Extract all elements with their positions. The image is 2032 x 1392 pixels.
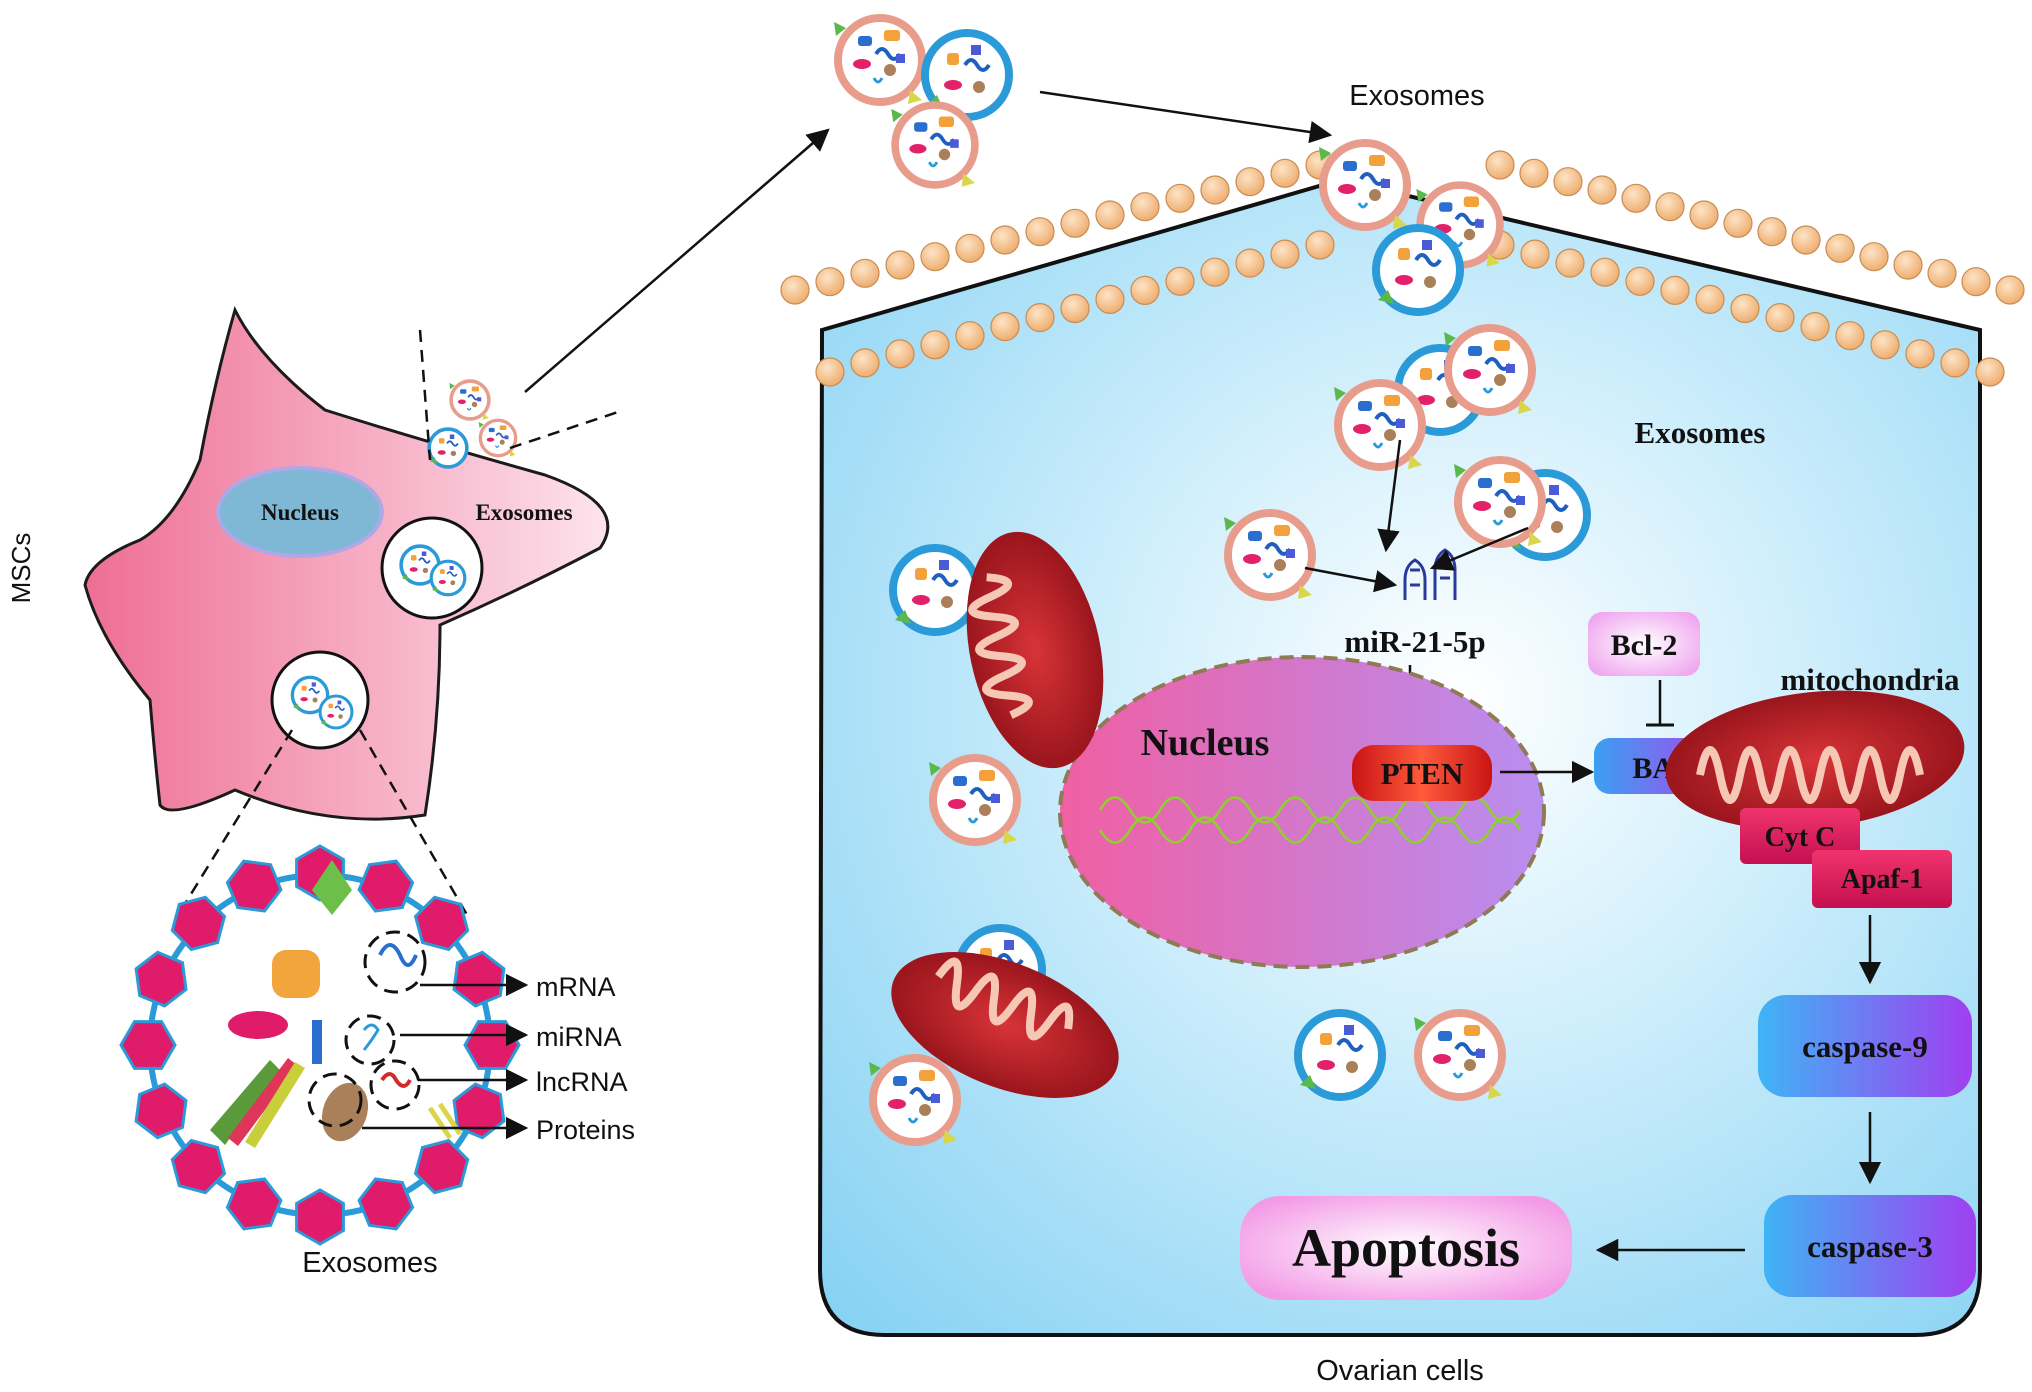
mitochondrion-bottom-left	[891, 952, 1119, 1098]
mitochondria-label: mitochondria	[1780, 662, 1960, 697]
mscs-label: MSCs	[6, 533, 36, 604]
membrane-hexagon	[413, 1138, 470, 1195]
cargo-mrna: mRNA	[536, 972, 616, 1002]
membrane-hexagon	[357, 1177, 415, 1231]
exosome-structure	[119, 844, 521, 1246]
cargo-proteins: Proteins	[536, 1115, 635, 1145]
apoptosis-box	[1240, 1196, 1572, 1300]
membrane-hexagon	[134, 950, 188, 1008]
inner-exosomes-label: Exosomes	[1635, 415, 1766, 450]
msc-nucleus	[216, 466, 384, 558]
msc-exosomes-label: Exosomes	[475, 500, 572, 525]
mitochondrion-right	[1665, 690, 1965, 830]
membrane-hexagon	[452, 950, 506, 1008]
mitochondrion-top-left	[966, 531, 1104, 769]
msc-nucleus-label: Nucleus	[261, 500, 339, 525]
membrane-hexagon	[357, 859, 415, 913]
caspase9-label: caspase-9	[1802, 1029, 1928, 1064]
msc-cell	[83, 305, 610, 821]
caspase3-box	[1764, 1195, 1976, 1297]
membrane-hexagon	[119, 1020, 177, 1070]
apaf1-box	[1812, 850, 1952, 908]
cytc-label: Cyt C	[1765, 822, 1836, 853]
apaf1-label: Apaf-1	[1841, 864, 1923, 895]
membrane-hexagon	[413, 895, 470, 952]
exosome-caption: Exosomes	[302, 1247, 437, 1279]
top-exosomes-label: Exosomes	[1349, 80, 1484, 112]
membrane-hexagon	[134, 1082, 188, 1140]
cargo-lncrna: lncRNA	[536, 1067, 628, 1097]
membrane-hexagon	[225, 1177, 283, 1231]
pten-label: PTEN	[1381, 756, 1464, 791]
apoptosis-label: Apoptosis	[1292, 1218, 1520, 1278]
membrane-hexagon	[452, 1082, 506, 1140]
membrane-hexagon	[463, 1020, 521, 1070]
nucleus-label: Nucleus	[1141, 722, 1270, 764]
membrane-hexagon	[170, 1138, 227, 1195]
caspase3-label: caspase-3	[1807, 1229, 1933, 1264]
cargo-mirna: miRNA	[536, 1022, 622, 1052]
ovarian-cells-label: Ovarian cells	[1316, 1355, 1484, 1387]
membrane-hexagon	[170, 895, 227, 952]
bcl2-box	[1588, 612, 1700, 676]
membrane-hexagon	[225, 859, 283, 913]
caspase9-box	[1758, 995, 1972, 1097]
mirna-label: miR-21-5p	[1344, 624, 1485, 659]
nucleus	[1058, 655, 1546, 969]
membrane-hexagon	[295, 1188, 345, 1246]
bcl2-label: Bcl-2	[1611, 629, 1678, 662]
pten-box	[1352, 745, 1492, 801]
